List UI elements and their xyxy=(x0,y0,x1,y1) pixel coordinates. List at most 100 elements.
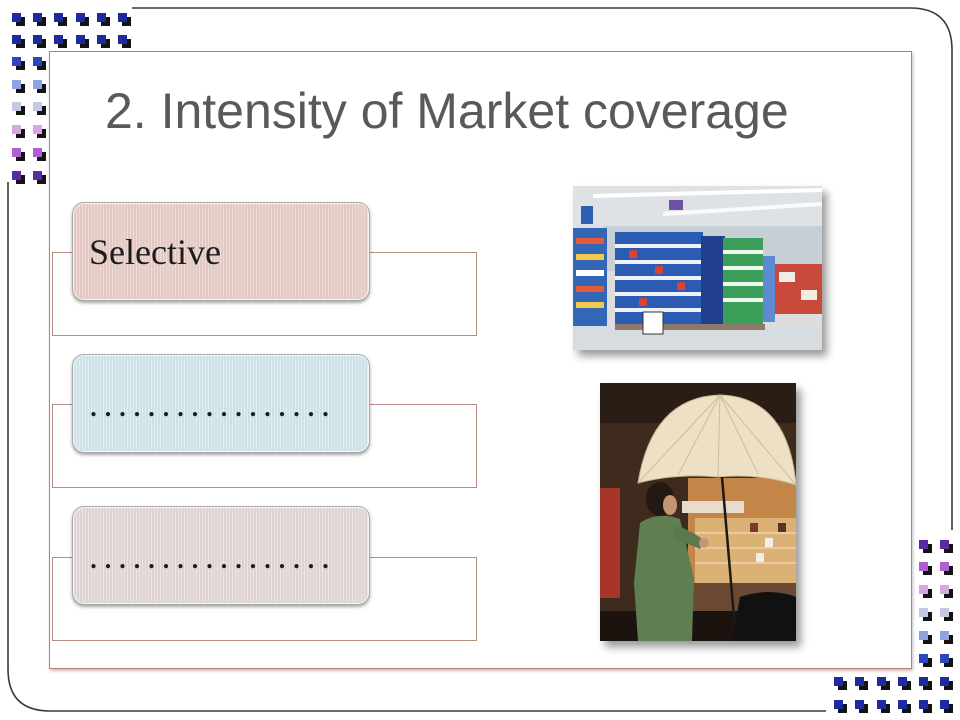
woman-hand xyxy=(699,538,709,548)
decor-square xyxy=(919,654,933,668)
decor-square xyxy=(940,585,954,599)
list-item-box: ................. xyxy=(72,506,370,605)
decor-square-fill xyxy=(54,35,63,44)
decor-square xyxy=(940,631,954,645)
decor-square xyxy=(898,700,912,714)
store-wall-red xyxy=(600,488,620,598)
decor-square-fill xyxy=(834,700,843,709)
decor-square-fill xyxy=(97,35,106,44)
stack-stripe xyxy=(615,308,703,312)
stack-stripe xyxy=(723,298,763,302)
bag xyxy=(732,592,796,641)
decor-square xyxy=(919,608,933,622)
decor-square xyxy=(855,677,869,691)
stack-accent xyxy=(629,250,637,258)
store-sign xyxy=(682,501,744,513)
decor-square-fill xyxy=(877,677,886,686)
decor-square-fill xyxy=(33,148,42,157)
shelf-product xyxy=(576,254,604,260)
decor-square-fill xyxy=(898,700,907,709)
decor-square-fill xyxy=(12,148,21,157)
umbrella-ribs xyxy=(637,394,796,486)
decor-square xyxy=(940,562,954,576)
decor-square-fill xyxy=(834,677,843,686)
decor-square-fill xyxy=(940,677,949,686)
cosmetic-product xyxy=(765,538,773,547)
decor-square xyxy=(33,35,47,49)
decor-square-fill xyxy=(33,102,42,111)
shelf-product xyxy=(801,290,817,300)
stack-accent xyxy=(677,282,685,290)
decor-square-fill xyxy=(33,57,42,66)
decor-square-fill xyxy=(118,35,127,44)
shelf-product xyxy=(576,302,604,308)
stack-accent xyxy=(639,298,647,306)
decor-square xyxy=(12,148,26,162)
decor-square-fill xyxy=(12,13,21,22)
decor-square-fill xyxy=(940,631,949,640)
shelf-product xyxy=(576,286,604,292)
decor-square xyxy=(54,35,68,49)
decor-square-fill xyxy=(12,35,21,44)
decor-square-fill xyxy=(97,13,106,22)
decor-square-fill xyxy=(940,562,949,571)
decor-square xyxy=(919,631,933,645)
decor-square xyxy=(855,700,869,714)
store-umbrella-image xyxy=(600,383,796,641)
decor-square xyxy=(118,35,132,49)
umbrella-canopy xyxy=(637,394,796,486)
decor-square xyxy=(940,677,954,691)
woman-face xyxy=(663,495,677,515)
decor-square-fill xyxy=(919,540,928,549)
stack-stripe xyxy=(615,244,703,248)
decor-square-fill xyxy=(940,540,949,549)
stack-stripe xyxy=(615,276,703,280)
decor-square xyxy=(33,80,47,94)
decor-square-fill xyxy=(919,631,928,640)
decor-square xyxy=(33,57,47,71)
stack-stripe xyxy=(723,266,763,270)
supermarket-aisle-photo xyxy=(573,186,822,350)
decor-square xyxy=(12,102,26,116)
decor-square-fill xyxy=(33,171,42,180)
decor-square xyxy=(919,677,933,691)
woman-jacket xyxy=(634,515,694,641)
decor-square-fill xyxy=(12,102,21,111)
supermarket-aisle-image xyxy=(573,186,822,350)
shelf-product xyxy=(576,238,604,244)
decor-square xyxy=(898,677,912,691)
decor-square-fill xyxy=(919,608,928,617)
decor-square-fill xyxy=(919,562,928,571)
decor-square-fill xyxy=(12,80,21,89)
decor-square xyxy=(919,540,933,554)
decor-square xyxy=(940,608,954,622)
left-shelf xyxy=(573,228,607,330)
store-umbrella-photo xyxy=(600,383,796,641)
decor-square xyxy=(940,654,954,668)
decor-square-fill xyxy=(33,125,42,134)
decor-square-fill xyxy=(855,700,864,709)
decor-square xyxy=(12,57,26,71)
product-stack xyxy=(701,236,725,328)
decor-square xyxy=(834,700,848,714)
list-item-box: ................. xyxy=(72,354,370,453)
decor-square-fill xyxy=(118,13,127,22)
aisle-sign xyxy=(581,206,593,224)
decor-square xyxy=(12,171,26,185)
ceiling-light xyxy=(663,202,822,216)
decor-square xyxy=(877,700,891,714)
overhead-sign xyxy=(669,200,683,210)
pallet-base xyxy=(615,324,765,330)
decor-square xyxy=(12,13,26,27)
product-stack xyxy=(763,256,775,322)
stack-stripe xyxy=(723,250,763,254)
decor-square xyxy=(12,125,26,139)
decor-square xyxy=(54,13,68,27)
stack-accent xyxy=(655,266,663,274)
decor-square xyxy=(33,171,47,185)
decor-square xyxy=(919,585,933,599)
decor-square xyxy=(76,13,90,27)
decor-square-fill xyxy=(919,700,928,709)
decor-square xyxy=(12,80,26,94)
